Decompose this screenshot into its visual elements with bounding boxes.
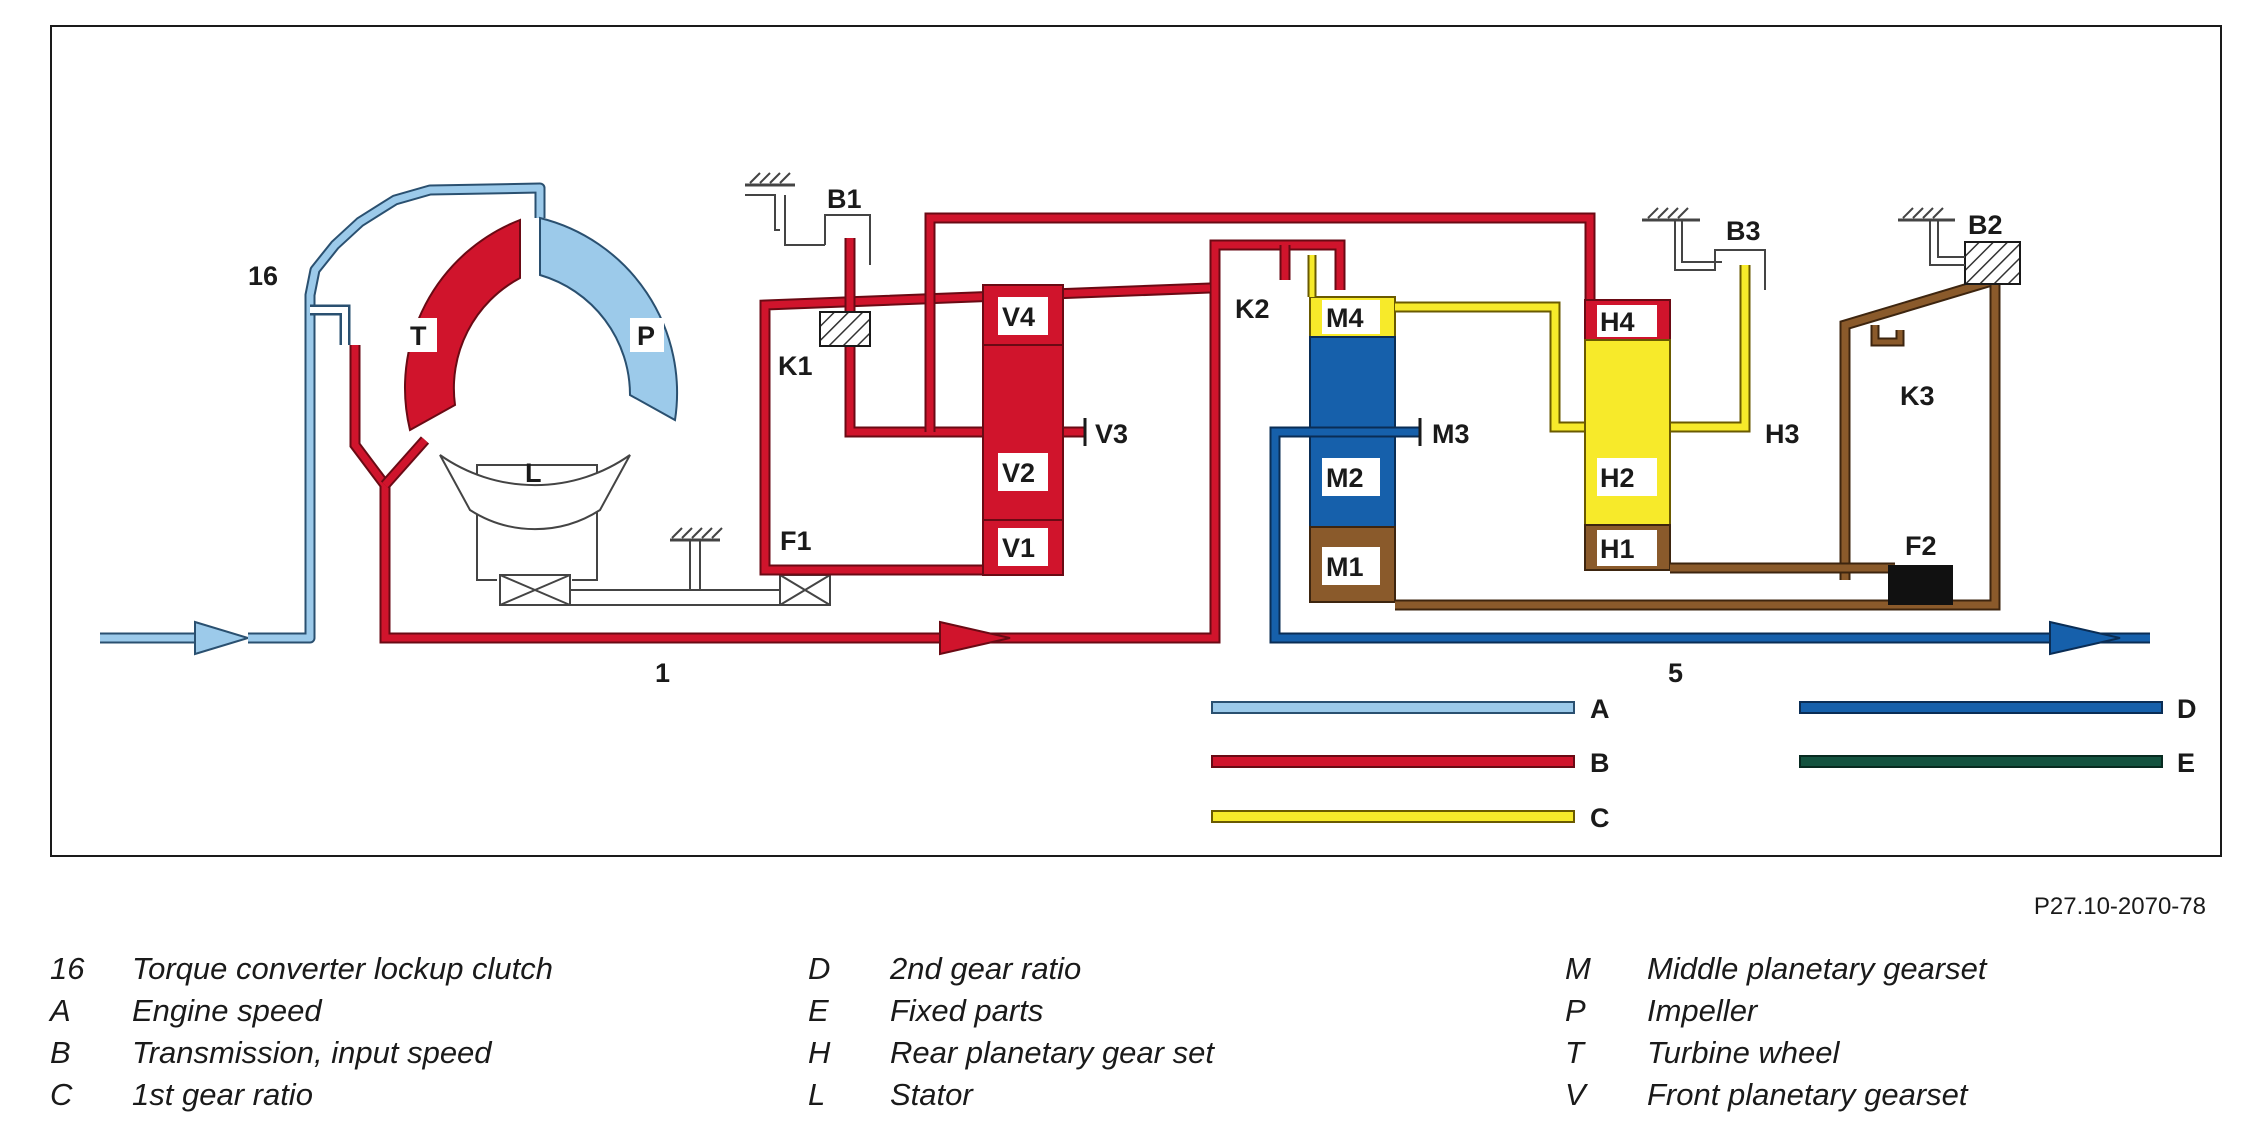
legend-column-1: 16 Torque converter lockup clutch A Engine… [50, 948, 553, 1116]
clutch-K1-brake-B1 [745, 172, 871, 347]
legend-key: L [808, 1077, 826, 1112]
label-B3: B3 [1726, 216, 1761, 246]
label-H3: H3 [1765, 419, 1800, 449]
label-M2: M2 [1326, 463, 1364, 493]
legend-row: 16 Torque converter lockup clutch [50, 948, 553, 990]
color-key: A B C D E [1211, 694, 2197, 833]
legend-column-3: M Middle planetary gearset P Impeller T Tur… [1565, 948, 1986, 1116]
key-label-B: B [1590, 748, 1610, 778]
label-V3: V3 [1095, 419, 1128, 449]
label-V1: V1 [1002, 533, 1035, 563]
key-label-C: C [1590, 803, 1610, 833]
key-label-E: E [2177, 748, 2195, 778]
legend-row: M Middle planetary gearset [1565, 948, 1986, 990]
legend-key: A [50, 993, 71, 1028]
legend-text: Turbine wheel [1647, 1035, 1840, 1070]
label-L: L [525, 458, 542, 488]
key-label-A: A [1590, 694, 1610, 724]
legend-text: Middle planetary gearset [1647, 951, 1987, 986]
legend-text: Torque converter lockup clutch [132, 951, 554, 986]
legend-key: 16 [50, 951, 85, 986]
label-V2: V2 [1002, 458, 1035, 488]
label-P: P [637, 321, 655, 351]
legend-text: Front planetary gearset [1647, 1077, 1968, 1112]
rear-brown-paths [1395, 207, 2021, 611]
rear-gearset [1395, 207, 1766, 571]
key-bar-D [1799, 701, 2163, 714]
torque-converter [403, 216, 678, 582]
legend-text: Transmission, input speed [132, 1035, 492, 1070]
legend-row: A Engine speed [50, 990, 553, 1032]
legend-row: D 2nd gear ratio [808, 948, 1214, 990]
legend-row: L Stator [808, 1074, 1214, 1116]
legend-text: 1st gear ratio [132, 1077, 313, 1112]
legend-key: P [1565, 993, 1586, 1028]
label-H1: H1 [1600, 534, 1635, 564]
legend-row: V Front planetary gearset [1565, 1074, 1986, 1116]
legend-column-2: D 2nd gear ratio E Fixed parts H Rear plane… [808, 948, 1214, 1116]
legend-key: M [1565, 951, 1591, 986]
label-1: 1 [655, 658, 670, 688]
legend-key: D [808, 951, 831, 986]
legend-text: Impeller [1647, 993, 1758, 1028]
label-B1: B1 [827, 184, 862, 214]
middle-gearset [1307, 255, 1396, 603]
key-bar-E [1799, 755, 2163, 768]
turbine-input-path [349, 239, 1346, 656]
legend-text: Engine speed [132, 993, 322, 1028]
label-16: 16 [248, 261, 278, 291]
label-M1: M1 [1326, 552, 1364, 582]
label-F2: F2 [1905, 531, 1937, 561]
legend-text: Stator [890, 1077, 973, 1112]
diagram-frame [50, 25, 2222, 857]
legend-row: H Rear planetary gear set [808, 1032, 1214, 1074]
legend-key: C [50, 1077, 73, 1112]
label-bg-P [630, 318, 664, 352]
key-bar-C [1211, 810, 1575, 823]
label-M4: M4 [1326, 303, 1364, 333]
output-second-gear-path [1269, 418, 2150, 656]
legend-row: P Impeller [1565, 990, 1986, 1032]
legend-key: E [808, 993, 829, 1028]
label-V4: V4 [1002, 302, 1035, 332]
label-B2: B2 [1968, 210, 2003, 240]
label-H4: H4 [1600, 307, 1635, 337]
key-label-D: D [2177, 694, 2197, 724]
legend-key: H [808, 1035, 831, 1070]
label-5: 5 [1668, 658, 1683, 688]
legend-text: Rear planetary gear set [890, 1035, 1214, 1070]
key-bar-A [1211, 701, 1575, 714]
label-M3: M3 [1432, 419, 1470, 449]
label-K2: K2 [1235, 294, 1270, 324]
legend-key: V [1565, 1077, 1586, 1112]
stator-shaft [499, 527, 831, 606]
label-H2: H2 [1600, 463, 1635, 493]
legend-text: Fixed parts [890, 993, 1044, 1028]
front-gearset-paths [759, 212, 1596, 576]
powerflow-diagram: A B C D E 16 1 5 T P L B1 B3 B2 K1 K2 K3… [100, 172, 2197, 833]
key-bar-B [1211, 755, 1575, 768]
engine-speed-path [100, 182, 546, 656]
legend-key: B [50, 1035, 71, 1070]
component-labels: 16 1 5 T P L B1 B3 B2 K1 K2 K3 F1 F2 V4 … [248, 184, 2003, 688]
legend-row: C 1st gear ratio [50, 1074, 553, 1116]
legend-row: B Transmission, input speed [50, 1032, 553, 1074]
label-K3: K3 [1900, 381, 1935, 411]
legend-key: T [1565, 1035, 1584, 1070]
label-bg-T [403, 318, 437, 352]
legend-row: T Turbine wheel [1565, 1032, 1986, 1074]
label-F1: F1 [780, 526, 812, 556]
label-K1: K1 [778, 351, 813, 381]
legend-row: E Fixed parts [808, 990, 1214, 1032]
label-T: T [410, 321, 427, 351]
legend-text: 2nd gear ratio [890, 951, 1082, 986]
figure-code: P27.10-2070-78 [2033, 893, 2206, 920]
